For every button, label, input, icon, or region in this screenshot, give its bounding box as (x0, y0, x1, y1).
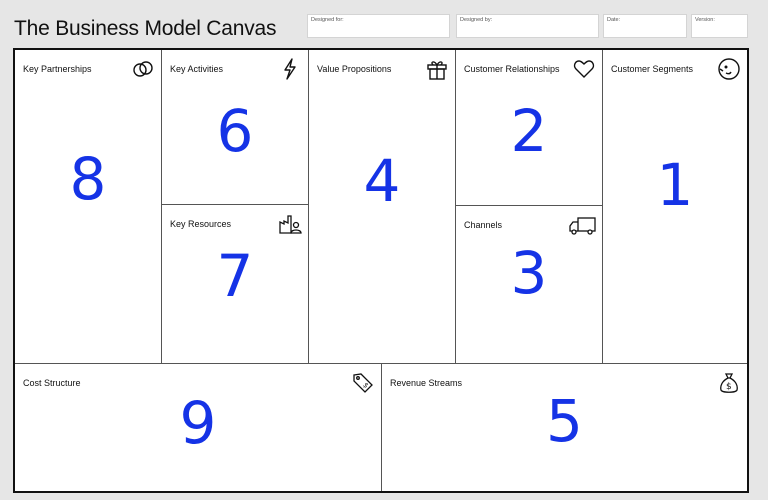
block-label: Revenue Streams (390, 378, 463, 388)
block-number: 8 (69, 145, 107, 213)
block-label: Key Resources (170, 219, 232, 229)
block-number: 6 (216, 97, 254, 165)
block-channels[interactable]: Channels 3 (456, 206, 603, 364)
block-key-partnerships[interactable]: Key Partnerships 8 (15, 50, 162, 364)
business-model-canvas: Key Partnerships 8 Key Activities 6 Key … (13, 48, 749, 493)
designed-by-field[interactable]: Designed by: (456, 14, 599, 38)
link-icon (131, 57, 155, 81)
factory-person-icon (278, 212, 302, 236)
face-icon (717, 57, 741, 81)
block-label: Cost Structure (23, 378, 81, 388)
block-key-resources[interactable]: Key Resources 7 (162, 205, 309, 364)
block-label: Channels (464, 220, 503, 230)
money-bag-icon: $ (717, 371, 741, 395)
block-number: 3 (510, 239, 548, 307)
designed-for-field[interactable]: Designed for: (307, 14, 450, 38)
block-number: 4 (363, 147, 401, 215)
block-customer-segments[interactable]: Customer Segments 1 (603, 50, 747, 364)
block-key-activities[interactable]: Key Activities 6 (162, 50, 309, 205)
block-number: 7 (216, 242, 254, 310)
price-tag-icon: $ (351, 371, 375, 395)
block-cost-structure[interactable]: Cost Structure $ 9 (15, 364, 382, 491)
designed-for-label: Designed for: (311, 17, 344, 23)
date-label: Date: (607, 17, 621, 23)
block-revenue-streams[interactable]: Revenue Streams $ 5 (382, 364, 747, 491)
page-title: The Business Model Canvas (14, 17, 277, 40)
lightning-icon (278, 57, 302, 81)
block-number: 1 (656, 151, 694, 219)
block-label: Value Propositions (317, 64, 392, 74)
block-number: 9 (179, 389, 217, 457)
truck-icon (568, 213, 596, 237)
block-label: Key Partnerships (23, 64, 92, 74)
version-label: Version: (695, 17, 715, 23)
block-number: 2 (510, 97, 548, 165)
block-label: Key Activities (170, 64, 224, 74)
version-field[interactable]: Version: (691, 14, 748, 38)
gift-icon (425, 57, 449, 81)
block-value-propositions[interactable]: Value Propositions 4 (309, 50, 456, 364)
block-label: Customer Relationships (464, 64, 560, 74)
designed-by-label: Designed by: (460, 17, 493, 23)
heart-icon (572, 57, 596, 81)
block-customer-relationships[interactable]: Customer Relationships 2 (456, 50, 603, 206)
svg-text:$: $ (361, 381, 370, 390)
block-label: Customer Segments (611, 64, 694, 74)
date-field[interactable]: Date: (603, 14, 687, 38)
svg-text:$: $ (726, 382, 732, 392)
block-number: 5 (546, 387, 583, 455)
